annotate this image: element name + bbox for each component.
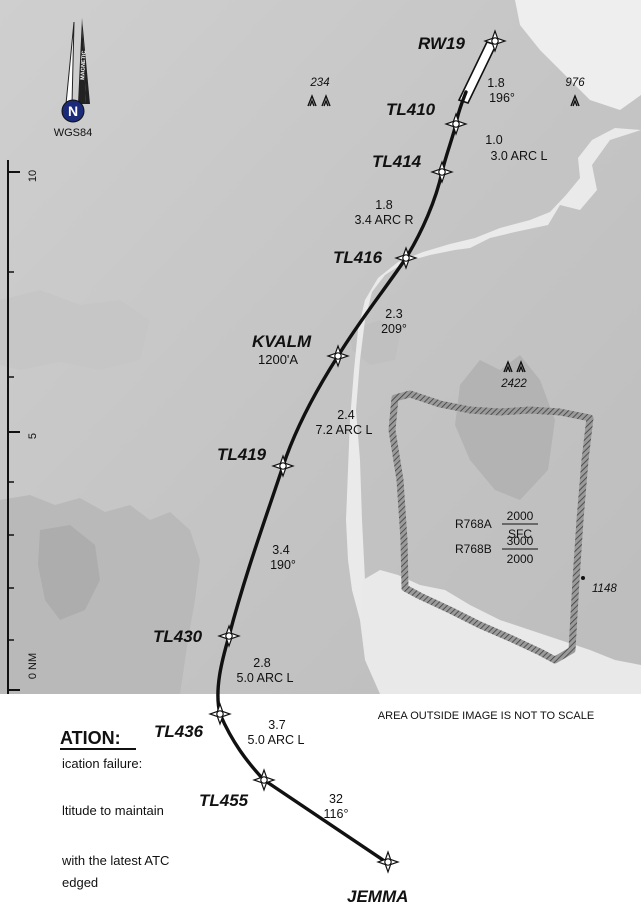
waypoint-tl455-label: TL455 [199,791,249,810]
leg2-track: 3.0 ARC L [491,149,548,163]
waypoint-kvalm-label: KVALM [252,332,312,351]
r768b-upper: 3000 [507,534,534,548]
scale-bar: 10 5 0 NM [7,160,39,694]
leg4-track: 209° [381,322,407,336]
terrain-layer [0,0,641,694]
r768a-name: R768A [455,517,492,531]
spot-height-2422: 2422 [500,378,527,390]
waypoint-tl416-label: TL416 [333,248,383,267]
waypoint-tl436-label: TL436 [154,722,204,741]
leg5-track: 7.2 ARC L [316,423,373,437]
leg4-distance: 2.3 [385,307,402,321]
leg7-track: 5.0 ARC L [237,671,294,685]
spot-height-976: 976 [565,77,585,89]
north-circle-icon [61,99,85,123]
north-arrow: MAGNETIC N WGS84 [54,18,93,139]
comm-failure-line-3: with the latest ATC [61,853,169,868]
leg6-track: 190° [270,558,296,572]
magnetic-label: MAGNETIC [80,50,88,80]
r768b-lower: 2000 [507,552,534,566]
waypoint-kvalm-altitude: 1200'A [258,352,298,367]
scale-label-0: 0 NM [27,653,39,679]
restricted-area-r768 [388,390,594,664]
spot-height-dot-icon [581,576,585,580]
leg1-distance: 1.8 [487,76,504,90]
waypoint-tl430-label: TL430 [153,627,203,646]
lower-margin [0,694,641,907]
comm-failure-line-1: ication failure: [62,756,142,771]
leg7-distance: 2.8 [253,656,270,670]
waypoint-tl419-label: TL419 [217,445,267,464]
r768b-name: R768B [455,542,492,556]
leg6-distance: 3.4 [272,543,289,557]
datum-label: WGS84 [54,127,93,139]
scale-label-5: 5 [27,433,39,439]
comm-failure-line-4: edged [62,875,98,890]
leg9-track: 116° [324,807,349,821]
leg-annotations: 1.8 196° 1.0 3.0 ARC L 1.8 3.4 ARC R 2.3… [237,76,548,821]
north-letter: N [68,103,78,119]
waypoint-tl414-label: TL414 [372,152,422,171]
magnetic-north-needle-icon [78,18,86,104]
r768a-lower: SFC [508,527,532,541]
r768a-upper: 2000 [507,509,534,523]
comm-failure-title: ATION: [60,728,121,748]
leg9-distance: 32 [329,792,343,806]
spot-height-1148: 1148 [592,583,617,595]
spot-height-234: 234 [309,77,329,89]
restricted-area-labels: R768A 2000 SFC R768B 3000 2000 [455,509,538,566]
leg5-distance: 2.4 [337,408,354,422]
waypoint-rw19-label: RW19 [418,34,465,53]
scale-label-10: 10 [27,170,39,182]
leg2-distance: 1.0 [485,133,502,147]
leg8-track: 5.0 ARC L [248,733,305,747]
leg8-distance: 3.7 [268,718,285,732]
scale-notice: AREA OUTSIDE IMAGE IS NOT TO SCALE [378,710,594,722]
comm-failure-line-2: ltitude to maintain [62,803,164,818]
leg3-distance: 1.8 [375,198,392,212]
leg1-track: 196° [489,91,515,105]
spot-heights: 234 976 2422 1148 [307,77,617,595]
waypoint-labels: RW19 TL410 TL414 TL416 KVALM 1200'A TL41… [153,34,465,906]
comm-failure-panel: ATION: ication failure: ltitude to maint… [60,728,169,890]
waypoint-jemma-label: JEMMA [347,887,408,906]
waypoint-tl410-label: TL410 [386,100,436,119]
leg3-track: 3.4 ARC R [354,213,413,227]
